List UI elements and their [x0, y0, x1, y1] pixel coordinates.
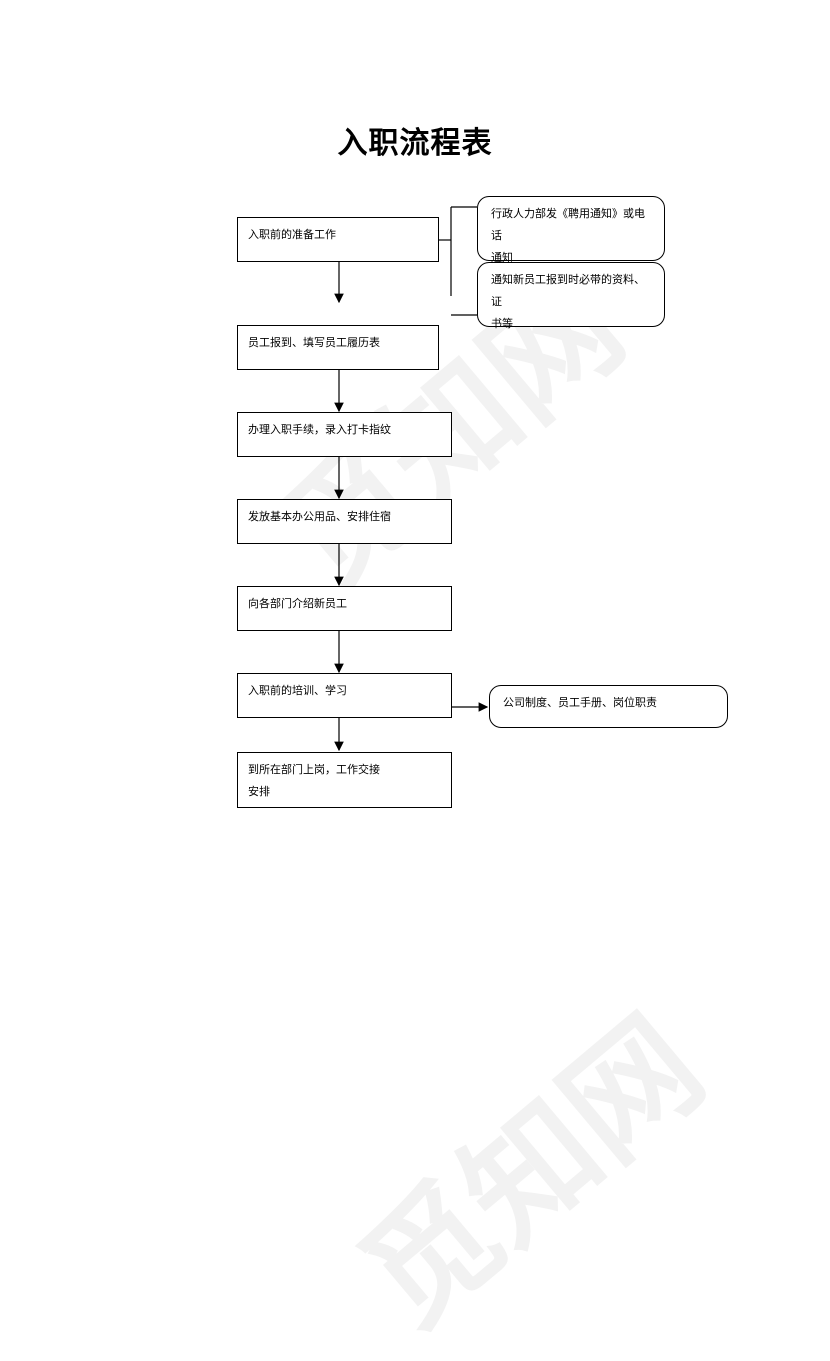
- step-register-label: 员工报到、填写员工履历表: [248, 336, 380, 349]
- connectors: [334, 206, 489, 752]
- step-prep: 入职前的准备工作: [237, 217, 439, 262]
- step-procedures-label: 办理入职手续，录入打卡指纹: [248, 423, 391, 436]
- step-prep-label: 入职前的准备工作: [248, 228, 336, 241]
- note-offer-letter-line1: 行政人力部发《聘用通知》或电话: [491, 207, 645, 242]
- note-documents-line2: 书等: [491, 317, 513, 330]
- step-supplies-label: 发放基本办公用品、安排住宿: [248, 510, 391, 523]
- step-introduce: 向各部门介绍新员工: [237, 586, 452, 631]
- note-offer-letter-line2: 通知: [491, 251, 513, 264]
- note-documents: 通知新员工报到时必带的资料、证 书等: [477, 262, 665, 330]
- step-training: 入职前的培训、学习: [237, 673, 452, 718]
- step-onboard-label-line1: 到所在部门上岗，工作交接: [248, 763, 380, 776]
- page-title: 入职流程表: [337, 126, 493, 161]
- note-documents-line1: 通知新员工报到时必带的资料、证: [491, 273, 645, 308]
- step-introduce-label: 向各部门介绍新员工: [248, 597, 347, 610]
- step-onboard-label-line2: 安排: [248, 785, 270, 798]
- step-onboard: 到所在部门上岗，工作交接 安排: [237, 752, 452, 808]
- note-policies-label: 公司制度、员工手册、岗位职责: [503, 696, 657, 709]
- step-training-label: 入职前的培训、学习: [248, 684, 347, 697]
- step-procedures: 办理入职手续，录入打卡指纹: [237, 412, 452, 457]
- note-offer-letter: 行政人力部发《聘用通知》或电话 通知: [477, 196, 665, 264]
- step-supplies: 发放基本办公用品、安排住宿: [237, 499, 452, 544]
- step-register: 员工报到、填写员工履历表: [237, 325, 439, 370]
- note-policies: 公司制度、员工手册、岗位职责: [489, 685, 728, 728]
